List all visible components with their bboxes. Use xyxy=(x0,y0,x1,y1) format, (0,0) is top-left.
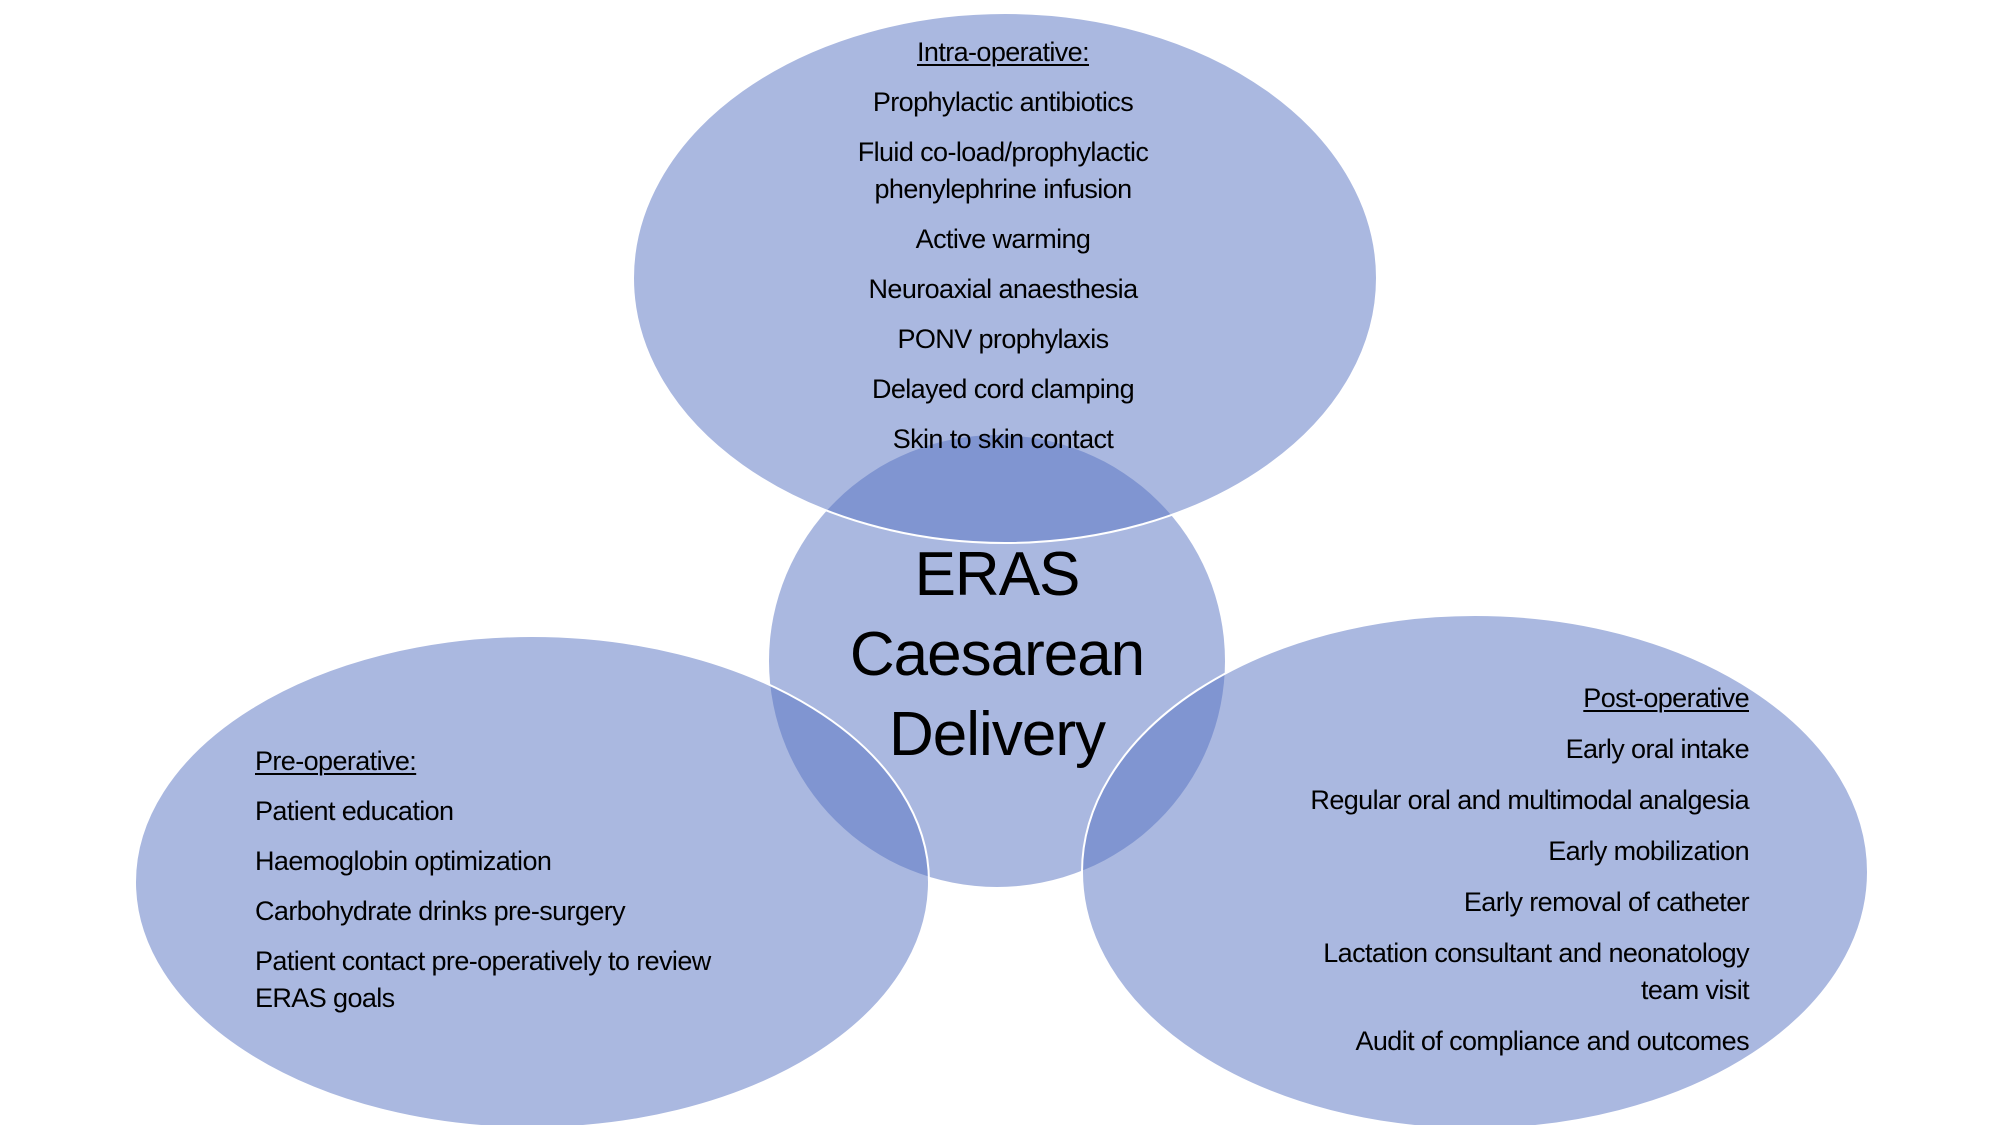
list-item: Patient contact pre-operatively to revie… xyxy=(255,946,711,976)
list-item: Patient education xyxy=(255,796,454,826)
list-item: Delayed cord clamping xyxy=(871,374,1135,404)
center-title: ERAS Caesarean Delivery xyxy=(797,535,1197,775)
post-operative-heading: Post-operative xyxy=(1583,683,1749,713)
center-title-line: Caesarean xyxy=(849,620,1145,689)
pre-operative-list: Pre-operative: Patient education Haemogl… xyxy=(255,743,815,1017)
pre-operative-heading: Pre-operative: xyxy=(255,746,417,776)
intra-operative-bubble xyxy=(632,12,1378,544)
pre-operative-bubble xyxy=(134,635,930,1125)
center-title-line: Delivery xyxy=(889,700,1106,769)
list-item-continuation: team visit xyxy=(1640,975,1750,1005)
list-item: Haemoglobin optimization xyxy=(255,846,552,876)
list-item: Early removal of catheter xyxy=(1463,887,1750,917)
list-item: Lactation consultant and neonatology xyxy=(1323,938,1749,968)
intra-operative-list: Intra-operative: Prophylactic antibiotic… xyxy=(703,34,1303,458)
list-item: Fluid co-load/prophylactic xyxy=(857,137,1149,167)
list-item: Regular oral and multimodal analgesia xyxy=(1310,785,1749,815)
list-item: Active warming xyxy=(915,224,1091,254)
list-item: Early oral intake xyxy=(1565,734,1750,764)
post-operative-list: Post-operative Early oral intake Regular… xyxy=(1149,680,1749,1060)
list-item: Early mobilization xyxy=(1548,836,1749,866)
list-item: Prophylactic antibiotics xyxy=(872,87,1134,117)
intra-operative-heading: Intra-operative: xyxy=(917,37,1090,67)
list-item: PONV prophylaxis xyxy=(897,324,1110,354)
list-item: Skin to skin contact xyxy=(892,424,1114,454)
list-item: Neuroaxial anaesthesia xyxy=(868,274,1139,304)
list-item-continuation: ERAS goals xyxy=(255,983,395,1013)
post-operative-bubble xyxy=(1081,614,1869,1125)
list-item-continuation: phenylephrine infusion xyxy=(874,174,1133,204)
center-title-line: ERAS xyxy=(914,540,1081,609)
list-item: Audit of compliance and outcomes xyxy=(1355,1026,1749,1056)
list-item: Carbohydrate drinks pre-surgery xyxy=(255,896,626,926)
